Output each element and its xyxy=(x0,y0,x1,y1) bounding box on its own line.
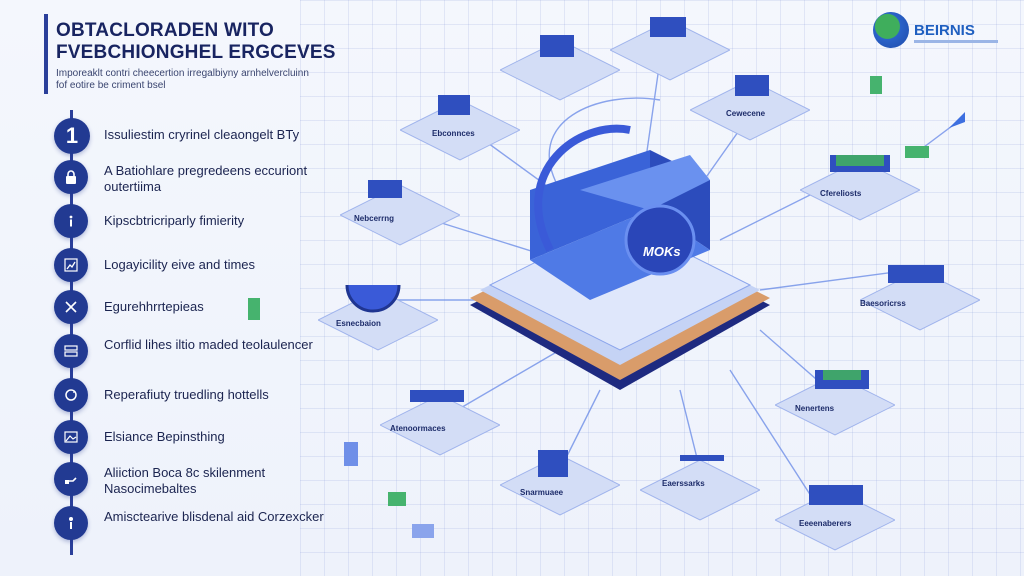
step-label: Kipscbtricriparly fimierity xyxy=(104,213,245,228)
green-plug-icon xyxy=(870,76,882,94)
title-accent-bar xyxy=(44,14,48,94)
step-label: Egurehhrrtepieas xyxy=(104,299,204,314)
title-line-1: OBTACLORADEN WITO xyxy=(56,20,275,41)
node-top-right: Cewecene xyxy=(690,75,810,145)
connector-arc xyxy=(534,124,631,252)
blue-stack-icon xyxy=(344,442,358,466)
node-top-left: Ebconnces xyxy=(400,95,520,165)
tools-icon xyxy=(54,290,88,324)
subtitle-line-2: fof eotire be criment bsel xyxy=(56,80,166,91)
hand-icon xyxy=(54,462,88,496)
node-right-3: Nenertens xyxy=(775,370,895,440)
step-8: Elsiance Bepinsthing xyxy=(54,420,354,460)
node-label: Atenoormaces xyxy=(390,424,446,433)
node-left-1: Nebcerrng xyxy=(340,180,460,250)
node-top-mid-left xyxy=(500,35,620,105)
node-left-2: Esnecbaion xyxy=(318,285,438,355)
step-label: Logayicility eive and times xyxy=(104,257,256,272)
node-left-3: Atenoormaces xyxy=(380,390,500,460)
step-7: Reperafiuty truedling hottells xyxy=(54,378,354,418)
node-right-1: Cfereliosts xyxy=(800,155,920,225)
step-4: Logayicility eive and times xyxy=(54,248,354,288)
brand-logo-text: BEIRNIS xyxy=(914,22,975,39)
step-number-badge: 1 xyxy=(54,118,90,154)
loop-icon xyxy=(54,378,88,412)
step-label: Corflid lihes iltio maded teolaulencer xyxy=(104,337,313,352)
node-bottom-3: Eeeenaberers xyxy=(775,485,895,555)
step-6: Corflid lihes iltio maded teolaulencer xyxy=(54,334,354,374)
blue-arrow-icon xyxy=(949,112,965,128)
step-1: 1 Issuliestim cryrinel cleaongelt BTy xyxy=(54,118,354,158)
node-label: Nenertens xyxy=(795,404,835,413)
page-title: OBTACLORADEN WITO FVEBCHIONGHEL ERGCEVES xyxy=(56,20,336,64)
step-3: Kipscbtricriparly fimierity xyxy=(54,204,354,244)
timeline-line xyxy=(70,110,73,555)
lock-icon xyxy=(54,160,88,194)
step-2: A Batiohlare pregredeens eccuriont outer… xyxy=(54,160,354,200)
green-tower-icon xyxy=(248,298,260,320)
person-icon xyxy=(54,506,88,540)
page-subtitle: Imporeaklt contri cheecertion irregalbiy… xyxy=(56,68,376,92)
step-5: Egurehhrrtepieas xyxy=(54,290,354,330)
node-label: Esnecbaion xyxy=(336,319,381,328)
server-icon xyxy=(54,334,88,368)
central-block-label: MOKs xyxy=(643,244,681,259)
step-9: Aliiction Bocа 8c skilenment Nasocimebal… xyxy=(54,462,354,502)
node-label: Ebconnces xyxy=(432,129,475,138)
info-icon xyxy=(54,204,88,238)
title-line-2: FVEBCHIONGHEL ERGCEVES xyxy=(56,42,336,63)
node-label: Eeeenaberers xyxy=(799,519,852,528)
chart-icon xyxy=(54,248,88,282)
brand-tagline-bar xyxy=(914,40,998,43)
node-bottom-1: Snarmuaee xyxy=(500,450,620,520)
camera-icon xyxy=(412,524,434,538)
node-label: Baesoricrss xyxy=(860,299,906,308)
image-icon xyxy=(54,420,88,454)
node-label: Snarmuaee xyxy=(520,488,564,497)
step-label: A Batiohlare pregredeens eccuriont outer… xyxy=(104,163,308,194)
step-10: Amisctearive blisdenal aid Corzexcker xyxy=(54,506,354,546)
node-label: Cfereliosts xyxy=(820,189,862,198)
node-bottom-2: Eaerssarks xyxy=(640,455,760,525)
step-label: Amisctearive blisdenal aid Corzexcker xyxy=(104,509,324,524)
node-top-mid xyxy=(610,15,730,85)
brand-logo-icon xyxy=(873,12,909,48)
central-platform xyxy=(470,150,770,390)
step-label: Elsiance Bepinsthing xyxy=(104,429,225,444)
step-label: Reperafiuty truedling hottells xyxy=(104,387,269,402)
green-module-icon xyxy=(905,146,929,158)
node-label: Cewecene xyxy=(726,109,766,118)
green-box-icon xyxy=(388,492,406,506)
node-label: Eaerssarks xyxy=(662,479,705,488)
node-label: Nebcerrng xyxy=(354,214,395,223)
subtitle-line-1: Imporeaklt contri cheecertion irregalbiy… xyxy=(56,68,309,79)
step-label: Issuliestim cryrinel cleaongelt BTy xyxy=(104,127,300,142)
node-right-2: Baesoricrss xyxy=(860,265,980,335)
step-label: Aliiction Bocа 8c skilenment Nasocimebal… xyxy=(104,465,266,496)
